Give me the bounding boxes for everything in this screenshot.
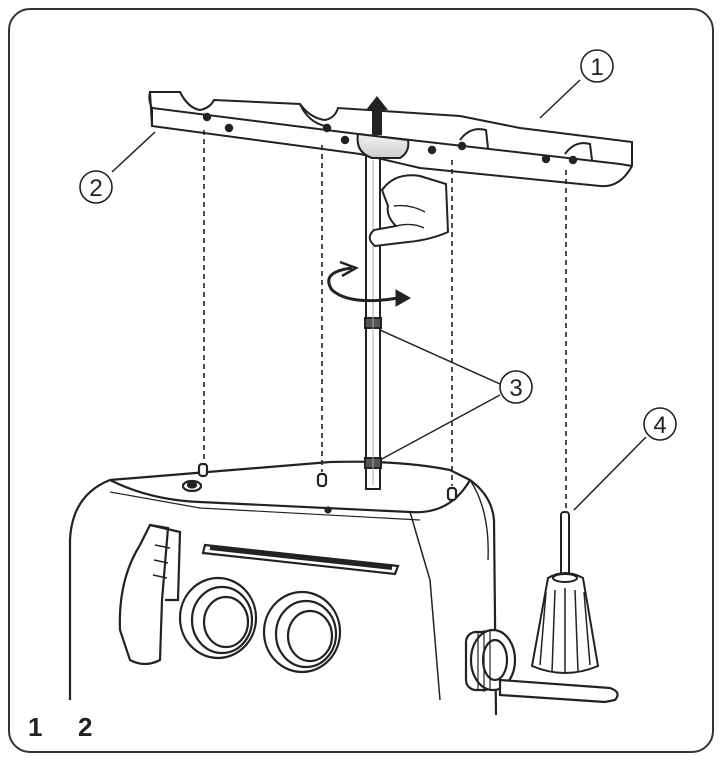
- svg-text:2: 2: [89, 175, 102, 202]
- callout-2: 2: [79, 170, 113, 204]
- hand-illustration: [368, 174, 450, 248]
- rotate-arrow: [327, 260, 412, 307]
- step-number: 2: [78, 712, 93, 742]
- svg-text:4: 4: [653, 412, 666, 439]
- telescopic-pole: [364, 154, 382, 490]
- svg-text:1: 1: [590, 54, 603, 81]
- callout-3: 3: [499, 370, 533, 404]
- callout-1: 1: [580, 49, 614, 83]
- section-number: 1: [28, 712, 43, 742]
- callout-4: 4: [643, 407, 677, 441]
- tension-dial-right: [262, 590, 342, 674]
- tension-dial-left: [178, 576, 258, 660]
- lift-up-arrow: [366, 96, 388, 135]
- serger-machine-body: [68, 460, 619, 716]
- illustration-frame: [8, 8, 714, 753]
- thread-guide-bar: [148, 91, 633, 188]
- alignment-guides: [203, 130, 567, 508]
- svg-text:3: 3: [509, 375, 522, 402]
- handwheel: [464, 628, 517, 692]
- callout-leaders: [111, 79, 647, 511]
- spool-pin: [530, 511, 600, 674]
